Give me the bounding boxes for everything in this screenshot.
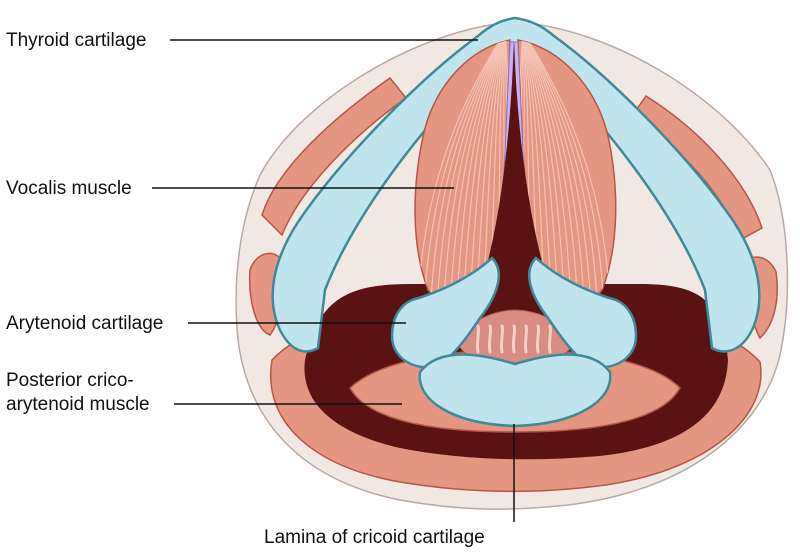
mucosal-fold (523, 324, 529, 354)
muscle-fiber (417, 40, 501, 301)
muscle-fiber (523, 40, 553, 301)
mucosal-fold (499, 324, 505, 354)
muscle-fiber (436, 40, 502, 301)
muscle-fiber (456, 40, 503, 301)
muscle-fiber (527, 40, 605, 301)
muscle-fiber (524, 40, 566, 301)
muscle-fiber (462, 40, 504, 301)
muscle-fiber (526, 40, 598, 301)
muscle-fiber (475, 40, 505, 301)
label-lamina-cricoid: Lamina of cricoid cartilage (264, 527, 485, 548)
label-posterior-crico: Posterior crico- (6, 370, 134, 391)
label-arytenoid-muscle: arytenoid muscle (6, 394, 150, 415)
arytenoid-cartilage-right (528, 256, 638, 369)
muscle-fiber (430, 40, 502, 301)
muscle-fibers-right (518, 40, 611, 301)
mucosal-fold (511, 324, 517, 354)
label-thyroid-cartilage: Thyroid cartilage (6, 30, 147, 51)
muscle-fiber (527, 40, 611, 301)
muscle-fiber (524, 40, 559, 301)
muscle-fiber (518, 40, 523, 301)
mucosal-fold (547, 324, 553, 354)
muscle-fiber (469, 40, 504, 301)
label-arytenoid-cartilage: Arytenoid cartilage (6, 313, 164, 334)
muscle-fiber (525, 40, 572, 301)
muscle-fiber (423, 40, 501, 301)
mucosal-fold (535, 324, 541, 354)
muscle-fiber (525, 40, 585, 301)
muscle-fiber (443, 40, 503, 301)
mucosal-fold (475, 324, 481, 354)
arytenoid-cartilage-left (390, 256, 500, 369)
cricoid-lamina (418, 353, 612, 428)
mucosal-folds (475, 324, 553, 354)
mucosal-fold (487, 324, 493, 354)
muscle-fiber (525, 40, 579, 301)
muscle-fiber (505, 40, 510, 301)
muscle-fiber (526, 40, 592, 301)
muscle-fiber (449, 40, 503, 301)
label-vocalis-muscle: Vocalis muscle (6, 178, 132, 199)
